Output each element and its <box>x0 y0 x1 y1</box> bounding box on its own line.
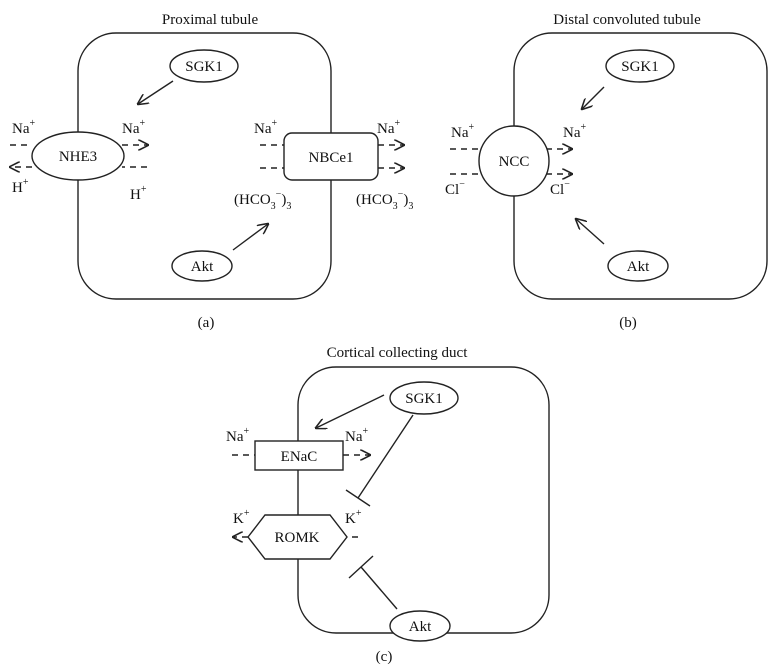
panel-b-title: Distal convoluted tubule <box>553 12 701 28</box>
panel-c-sgk1-label: SGK1 <box>405 391 443 407</box>
panel-c-romk-node <box>247 514 348 560</box>
panel-c-sgk1-inhibition-bar <box>345 489 371 507</box>
panel-b-caption: (b) <box>619 315 637 331</box>
panel-c-akt-label: Akt <box>409 619 432 635</box>
panel-c-enac-node <box>254 440 344 471</box>
panel-c-akt-node <box>389 610 451 642</box>
panel-a-hco3-right-label: (HCO3−)3 <box>356 189 413 212</box>
panel-b-sgk1-label: SGK1 <box>621 59 659 75</box>
panel-b-cl-right-label: Cl− <box>550 179 570 198</box>
panel-c-enac-label: ENaC <box>281 449 318 465</box>
panel-c-title: Cortical collecting duct <box>327 345 469 361</box>
panel-a-h-left-label: H+ <box>12 177 29 196</box>
panel-c-akt-inhibition-bar <box>348 555 374 579</box>
panel-a-nbce1-node <box>283 132 379 181</box>
panel-a-sgk1-label: SGK1 <box>185 59 223 75</box>
panel-a-proximal-tubule: Proximal tubule SGK1 NHE3 Na+ Na+ H+ H+ … <box>10 12 413 331</box>
panel-a-sgk1-node <box>169 49 239 83</box>
panel-c-sgk1-enac-activation-arrow <box>316 394 385 428</box>
panel-a-nhe3-node <box>31 131 125 181</box>
panel-a-nbce1-label: NBCe1 <box>309 150 354 166</box>
panel-a-nhe3-label: NHE3 <box>59 149 97 165</box>
panel-a-na-left-label: Na+ <box>12 118 36 137</box>
panel-b-ncc-label: NCC <box>499 154 530 170</box>
panel-a-caption: (a) <box>198 315 215 331</box>
panel-a-akt-label: Akt <box>191 259 214 275</box>
panel-a-hco3-left-label: (HCO3−)3 <box>234 189 291 212</box>
panel-c-na-left-label: Na+ <box>226 426 250 445</box>
panel-b-akt-node <box>607 250 669 282</box>
panel-c-sgk1-node <box>389 381 459 415</box>
panel-a-na-right-label: Na+ <box>122 118 146 137</box>
panel-c-caption: (c) <box>376 649 393 665</box>
panel-a-nbce1-na-left-label: Na+ <box>254 118 278 137</box>
panel-a-title: Proximal tubule <box>162 12 259 28</box>
panel-c-cortical-collecting-duct: Cortical collecting duct SGK1 ENaC Na+ N… <box>226 345 550 665</box>
panel-b-na-left-label: Na+ <box>451 122 475 141</box>
panel-b-ncc-node <box>478 125 550 197</box>
panel-a-h-right-label: H+ <box>130 184 147 203</box>
panel-a-akt-node <box>171 250 233 282</box>
panel-c-k-right-label: K+ <box>345 508 362 527</box>
panel-a-akt-activation-arrow <box>232 224 268 251</box>
panel-a-sgk1-activation-arrow <box>138 80 174 104</box>
panel-c-romk-label: ROMK <box>274 530 319 546</box>
panel-b-sgk1-activation-arrow <box>582 86 605 109</box>
panel-b-akt-label: Akt <box>627 259 650 275</box>
panel-b-na-right-label: Na+ <box>563 122 587 141</box>
panel-c-akt-romk-inhibition-line <box>360 566 398 610</box>
panel-c-k-left-label: K+ <box>233 508 250 527</box>
panel-c-na-right-label: Na+ <box>345 426 369 445</box>
panel-b-akt-activation-arrow <box>576 219 605 245</box>
panel-c-sgk1-romk-inhibition-line <box>357 414 414 499</box>
panel-b-distal-convoluted-tubule: Distal convoluted tubule SGK1 NCC Na+ Na… <box>445 12 768 331</box>
panel-b-cl-left-label: Cl− <box>445 179 465 198</box>
panel-b-sgk1-node <box>605 49 675 83</box>
panel-a-nbce1-na-right-label: Na+ <box>377 118 401 137</box>
